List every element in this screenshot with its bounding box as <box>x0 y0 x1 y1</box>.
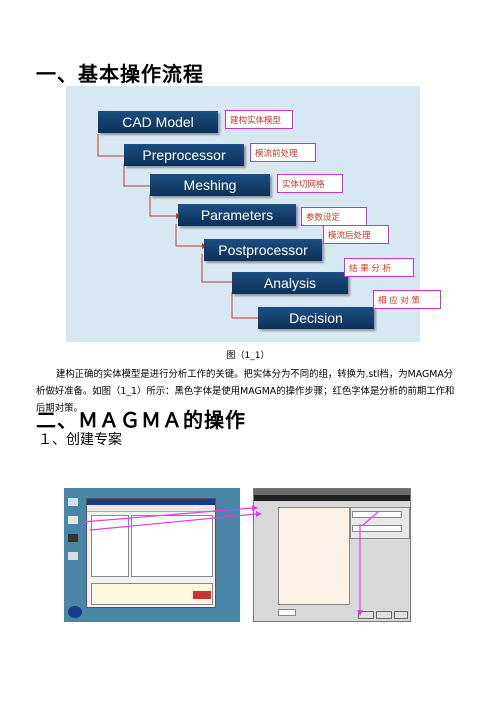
paragraph-text: 建构正确的实体模型是进行分析工作的关键。把实体分为不同的组，转换为.stl档，为… <box>36 369 455 414</box>
note-preprocess: 模流前处理 <box>250 143 316 162</box>
body-paragraph: 建构正确的实体模型是进行分析工作的关键。把实体分为不同的组，转换为.stl档，为… <box>36 366 460 417</box>
step-postprocessor: Postprocessor <box>204 239 322 261</box>
note-postprocess: 模流后处理 <box>323 225 389 244</box>
screenshot-arrows <box>81 505 379 616</box>
desktop-icon-column <box>66 494 80 604</box>
subsection-heading: １、创建专案 <box>38 432 122 448</box>
section-heading-1: 一、基本操作流程 <box>36 62 204 86</box>
step-meshing: Meshing <box>150 174 270 196</box>
screenshot-create-project <box>253 488 411 622</box>
section-heading-2: 二、ＭＡＧＭＡ的操作 <box>36 408 246 432</box>
figure-caption: 图（1_1） <box>226 351 270 361</box>
step-preprocessor: Preprocessor <box>124 144 244 166</box>
hp-logo-icon <box>68 606 82 618</box>
step-cad-model: CAD Model <box>98 111 218 133</box>
note-build-model: 建构实体模型 <box>225 110 293 129</box>
note-result-analysis: 结 果 分 析 <box>344 258 414 277</box>
note-parameters: 参数设定 <box>301 207 367 226</box>
step-decision: Decision <box>258 307 374 329</box>
note-countermeasure: 相 应 对 策 <box>373 290 441 309</box>
step-parameters: Parameters <box>178 204 296 226</box>
step-analysis: Analysis <box>232 272 348 294</box>
note-mesh: 实体切网格 <box>277 174 343 193</box>
